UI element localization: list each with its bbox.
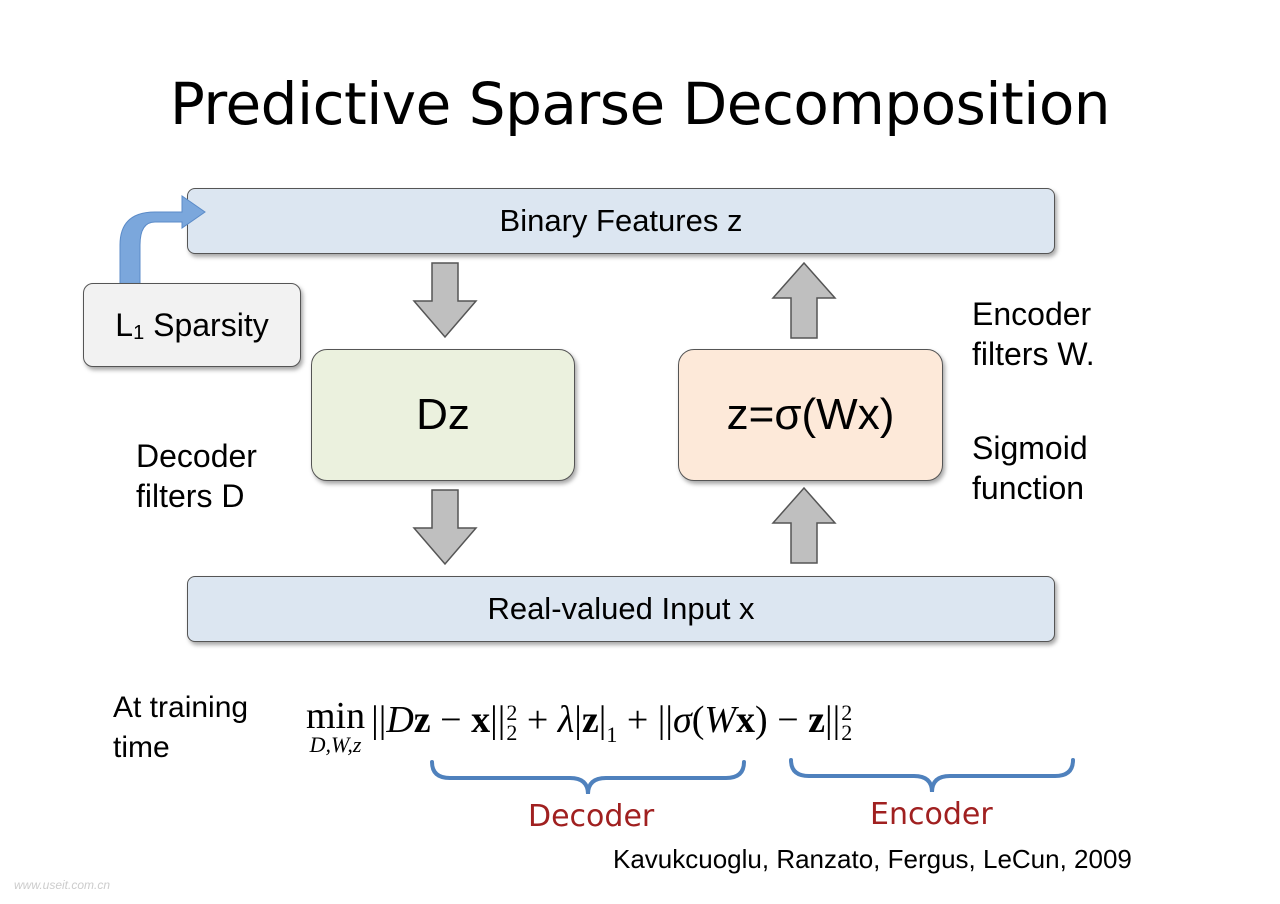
- encoder-box: z=σ(Wx): [678, 349, 943, 481]
- curved-arrow-icon: [119, 195, 206, 286]
- line: Encoder: [972, 296, 1092, 332]
- line: function: [972, 470, 1085, 506]
- line: At training: [113, 691, 249, 724]
- line: Sigmoid: [972, 430, 1088, 466]
- encoder-filters-label: Encoder filters W.: [972, 294, 1095, 374]
- watermark: www.useit.com.cn: [14, 878, 111, 892]
- citation: Kavukcuoglu, Ranzato, Fergus, LeCun, 200…: [613, 844, 1132, 874]
- line: filters D: [136, 478, 245, 514]
- sparsity-l: L: [115, 306, 134, 343]
- down-arrow-icon: [412, 262, 478, 339]
- decoder-brace-label: Decoder: [528, 799, 655, 834]
- slide-title: Predictive Sparse Decomposition: [169, 70, 1111, 138]
- min-operator: min: [306, 695, 366, 737]
- up-arrow-icon: [771, 486, 837, 564]
- line: Decoder: [136, 438, 257, 474]
- sigmoid-label: Sigmoid function: [972, 428, 1088, 508]
- down-arrow-icon: [412, 489, 478, 566]
- min-subscript: D,W,z: [309, 732, 362, 757]
- binary-features-bar: Binary Features z: [187, 188, 1055, 254]
- line: filters W.: [972, 336, 1095, 372]
- decoder-box: Dz: [311, 349, 575, 481]
- real-input-bar: Real-valued Input x: [187, 576, 1055, 642]
- decoder-filters-label: Decoder filters D: [136, 436, 257, 516]
- decoder-brace: [430, 760, 746, 795]
- sparsity-sub: 1: [133, 321, 145, 344]
- up-arrow-icon: [771, 261, 837, 339]
- training-label: At training time: [113, 688, 248, 768]
- sparsity-text: Sparsity: [144, 306, 269, 343]
- encoder-brace: [789, 758, 1075, 793]
- encoder-brace-label: Encoder: [870, 797, 993, 832]
- line: time: [113, 731, 170, 764]
